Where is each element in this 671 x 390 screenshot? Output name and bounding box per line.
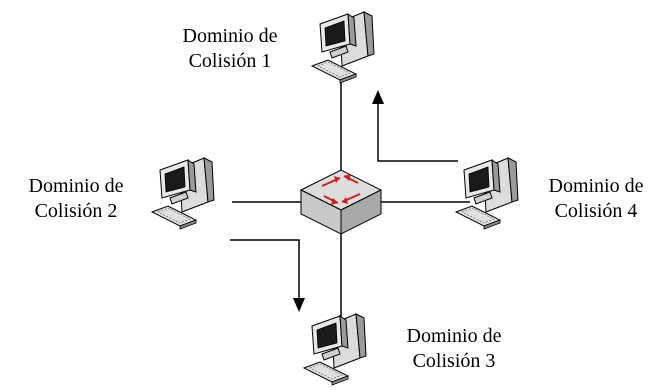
domain-1-label-line1: Dominio de <box>182 25 278 47</box>
switch-icon <box>299 169 383 235</box>
domain-4-label-line1: Dominio de <box>548 175 644 197</box>
domain-3-label: Dominio de Colisión 3 <box>382 324 526 374</box>
domain-4-label: Dominio de Colisión 4 <box>524 174 668 224</box>
arrow-to-domain-3 <box>230 239 305 312</box>
computer-icon-domain-3 <box>303 313 367 386</box>
domain-2-label-line1: Dominio de <box>28 175 124 197</box>
domain-2-label-line2: Colisión 2 <box>34 200 118 222</box>
domain-3-label-line2: Colisión 3 <box>412 350 496 372</box>
domain-1-label-line2: Colisión 1 <box>188 50 272 72</box>
domain-2-label: Dominio de Colisión 2 <box>4 174 148 224</box>
domain-4-label-line2: Colisión 4 <box>554 200 638 222</box>
computer-icon-domain-1 <box>311 11 375 84</box>
domain-3-label-line1: Dominio de <box>406 325 502 347</box>
domain-1-label: Dominio de Colisión 1 <box>158 24 302 74</box>
arrow-to-domain-1 <box>372 90 458 162</box>
computer-icon-domain-2 <box>151 157 215 230</box>
computer-icon-domain-4 <box>455 157 519 230</box>
